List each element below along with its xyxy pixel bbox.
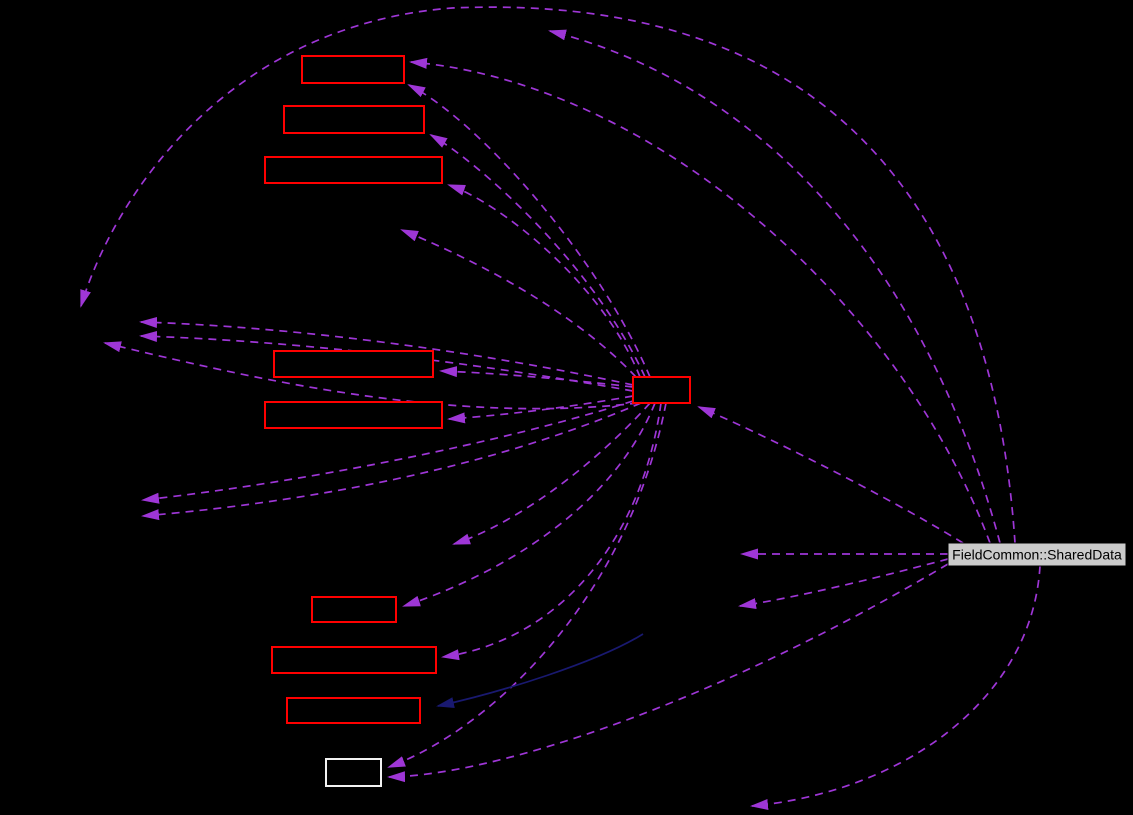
node-hub-box[interactable] xyxy=(632,376,691,404)
edges-layer xyxy=(80,6,1041,810)
edge-hub-to-c xyxy=(447,184,641,378)
node-i[interactable] xyxy=(286,697,421,724)
node-hub[interactable] xyxy=(632,376,691,404)
edge-hub-to-g xyxy=(402,402,656,607)
node-b-box[interactable] xyxy=(283,105,425,134)
node-g[interactable] xyxy=(311,596,397,623)
edge-hub-to-h xyxy=(441,402,662,661)
edge-shared-to-hub xyxy=(697,406,964,544)
edge-hub-to-j-upper xyxy=(387,402,667,768)
node-fieldcommon-shareddata-box[interactable] xyxy=(947,542,1127,567)
edge-hub-to-left-3 xyxy=(103,341,639,410)
edge-shared-to-far-left xyxy=(80,6,1016,544)
edge-shared-to-bottom xyxy=(750,565,1041,810)
node-j-box[interactable] xyxy=(325,758,382,787)
edge-inherit-to-i xyxy=(436,633,644,708)
edge-hub-to-a-lower xyxy=(407,84,651,378)
node-i-box[interactable] xyxy=(286,697,421,724)
edge-hub-to-mid-low xyxy=(452,402,651,545)
node-b[interactable] xyxy=(283,105,425,134)
node-j[interactable] xyxy=(325,758,382,787)
node-h[interactable] xyxy=(271,646,437,674)
node-g-box[interactable] xyxy=(311,596,397,623)
edge-hub-to-left-5 xyxy=(141,402,642,521)
edge-hub-to-b xyxy=(429,134,646,378)
edge-hub-to-mid-top xyxy=(400,229,637,378)
node-a[interactable] xyxy=(301,55,405,84)
edge-hub-to-left-4 xyxy=(141,400,634,504)
nodes-layer: FieldCommon::SharedData xyxy=(264,55,1127,787)
node-e-box[interactable] xyxy=(264,401,443,429)
edge-shared-to-a-upper xyxy=(409,57,991,544)
node-d-box[interactable] xyxy=(273,350,434,378)
edge-shared-to-top xyxy=(548,29,1001,544)
node-fieldcommon-shareddata[interactable]: FieldCommon::SharedData xyxy=(947,542,1127,567)
node-a-box[interactable] xyxy=(301,55,405,84)
node-d[interactable] xyxy=(273,350,434,378)
node-c[interactable] xyxy=(264,156,443,184)
edge-shared-to-j-lower xyxy=(387,563,949,783)
edge-shared-to-right-2 xyxy=(738,558,949,610)
node-h-box[interactable] xyxy=(271,646,437,674)
edge-hub-to-d xyxy=(439,366,634,388)
node-e[interactable] xyxy=(264,401,443,429)
main-node-label: FieldCommon::SharedData xyxy=(952,547,1122,563)
node-c-box[interactable] xyxy=(264,156,443,184)
